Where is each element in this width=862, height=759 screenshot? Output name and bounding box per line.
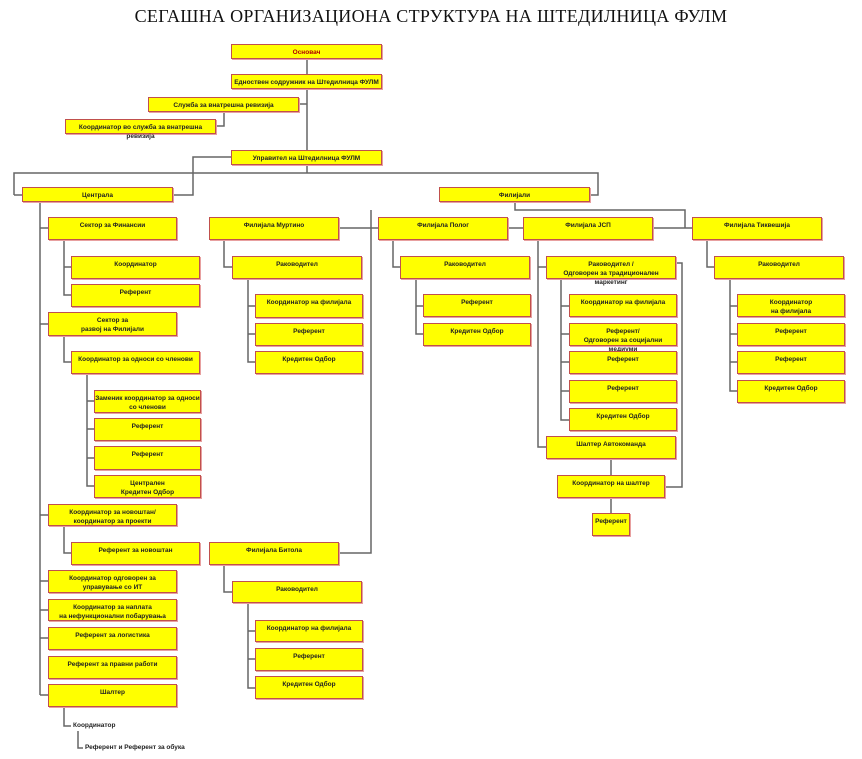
jsp-item-box[interactable]: Референт — [569, 351, 677, 374]
founder-box[interactable]: Основач — [231, 44, 382, 59]
bitola-item-box[interactable]: Координатор на филијала — [255, 620, 363, 642]
internal-audit-box[interactable]: Служба за внатрешна ревизија — [148, 97, 299, 112]
branch-murtino-box[interactable]: Филијала Муртино — [209, 217, 339, 240]
polog-head-box[interactable]: Раководител — [400, 256, 530, 279]
jsp-counter-box[interactable]: Шалтер Автокоманда — [546, 436, 676, 459]
tikvesija-item-box[interactable]: Кредитен Одбор — [737, 380, 845, 403]
owner-box[interactable]: Едноствен содружник на Штедилница ФУЛМ — [231, 74, 382, 89]
counter-referent-label: Референт и Референт за обука — [85, 744, 185, 751]
bitola-item-box[interactable]: Кредитен Одбор — [255, 676, 363, 699]
it-coordinator-box[interactable]: Координатор одговорен за управување со И… — [48, 570, 177, 593]
bitola-item-box[interactable]: Референт — [255, 648, 363, 671]
tikvesija-item-box[interactable]: Координатор на филијала — [737, 294, 845, 317]
jsp-item-box[interactable]: Координатор на филијала — [569, 294, 677, 317]
jsp-item-box[interactable]: Референт/ Одговорен за социјални медиуми — [569, 323, 677, 353]
audit-coordinator-box[interactable]: Координатор во служба за внатрешна ревиз… — [65, 119, 216, 140]
member-relations-coordinator-box[interactable]: Координатор за односи со членови — [71, 351, 200, 374]
tikvesija-item-box[interactable]: Референт — [737, 351, 845, 374]
logistics-referent-box[interactable]: Референт за логистика — [48, 627, 177, 650]
savings-referent-box[interactable]: Референт за новоштан — [71, 542, 200, 565]
branch-tikvesija-box[interactable]: Филијала Тиквешија — [692, 217, 822, 240]
referent-box[interactable]: Референт — [94, 418, 201, 441]
polog-item-box[interactable]: Референт — [423, 294, 531, 317]
polog-item-box[interactable]: Кредитен Одбор — [423, 323, 531, 346]
legal-referent-box[interactable]: Референт за правни работи — [48, 656, 177, 679]
finance-sector-box[interactable]: Сектор за Финансии — [48, 217, 177, 240]
jsp-head-box[interactable]: Раководител / Одговорен за традиционален… — [546, 256, 676, 286]
finance-coordinator-box[interactable]: Координатор — [71, 256, 200, 279]
tikvesija-item-box[interactable]: Референт — [737, 323, 845, 346]
deputy-coordinator-box[interactable]: Заменик координатор за односи со членови — [94, 390, 201, 413]
branch-jsp-box[interactable]: Филијала ЈСП — [523, 217, 653, 240]
collection-coordinator-box[interactable]: Координатор за наплата на нефункционални… — [48, 599, 177, 621]
jsp-counter-coordinator-box[interactable]: Координатор на шалтер — [557, 475, 665, 498]
murtino-item-box[interactable]: Референт — [255, 323, 363, 346]
murtino-item-box[interactable]: Координатор на филијала — [255, 294, 363, 318]
central-credit-board-box[interactable]: Централен Кредитен Одбор — [94, 475, 201, 498]
branch-bitola-box[interactable]: Филијала Битола — [209, 542, 339, 565]
central-box[interactable]: Централа — [22, 187, 173, 202]
branch-polog-box[interactable]: Филијала Полог — [378, 217, 508, 240]
chart-title: СЕГАШНА ОРГАНИЗАЦИОНА СТРУКТУРА НА ШТЕДИ… — [134, 6, 728, 26]
branch-development-box[interactable]: Сектор за развој на Филијали — [48, 312, 177, 336]
murtino-head-box[interactable]: Раководител — [232, 256, 362, 279]
counter-coordinator-label: Координатор — [73, 722, 116, 729]
finance-referent-box[interactable]: Референт — [71, 284, 200, 307]
jsp-counter-referent-box[interactable]: Референт — [592, 513, 630, 536]
jsp-item-box[interactable]: Кредитен Одбор — [569, 408, 677, 431]
jsp-item-box[interactable]: Референт — [569, 380, 677, 403]
manager-box[interactable]: Управител на Штедилница ФУЛМ — [231, 150, 382, 165]
counter-box[interactable]: Шалтер — [48, 684, 177, 707]
savings-coordinator-box[interactable]: Координатор за новоштан/ координатор за … — [48, 504, 177, 526]
bitola-head-box[interactable]: Раководител — [232, 581, 362, 603]
tikvesija-head-box[interactable]: Раководител — [714, 256, 844, 279]
referent-box[interactable]: Референт — [94, 446, 201, 470]
murtino-item-box[interactable]: Кредитен Одбор — [255, 351, 363, 374]
branches-box[interactable]: Филијали — [439, 187, 590, 202]
